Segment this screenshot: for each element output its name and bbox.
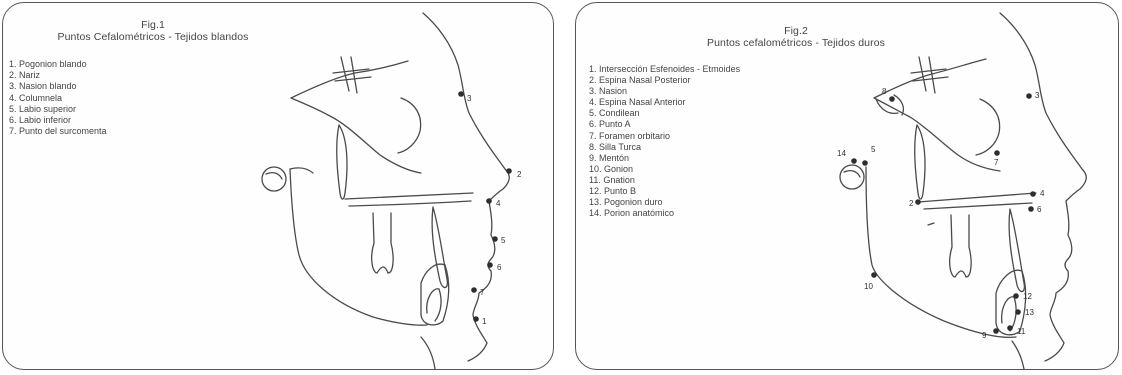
neck [1012,341,1024,369]
incisor-upper [1009,209,1024,292]
palatal-plane [918,193,1036,209]
figure-2-panel: Fig.2 Puntos cefalométricos - Tejidos du… [575,2,1119,370]
point-11-gnation [1007,325,1013,331]
figure-1-skull-profile-drawing: 3 2 4 5 6 7 1 [3,3,554,370]
point-label: 2 [517,170,522,179]
ramus [290,168,313,173]
molar-tooth [950,215,971,277]
point-1-pogonion-blando [473,316,479,322]
small-mark [928,223,934,225]
orbit [976,99,1000,155]
point-label: 13 [1025,308,1034,317]
point-group [851,93,1036,334]
point-8-silla-turca [889,96,895,102]
point-label: 12 [1023,292,1032,301]
point-6-punto-a [1028,206,1034,212]
point-4-espina-nasal-anterior [1030,191,1036,197]
zygomatic [915,125,925,199]
point-label: 14 [837,149,846,158]
point-group [458,91,512,322]
point-12-punto-b [1013,293,1019,299]
point-7-surcomenta [471,287,477,293]
point-2-nariz [506,168,512,174]
sutures [333,57,371,93]
point-label: 3 [467,94,472,103]
soft-tissue-profile [423,13,509,361]
point-label: 3 [1035,91,1040,100]
point-label-group: 8 3 7 14 5 4 6 2 10 12 13 9 11 [837,87,1045,340]
point-label: 6 [497,263,502,272]
symphysis-inner [427,289,441,321]
point-label: 7 [994,158,999,167]
point-label: 2 [909,199,914,208]
point-label: 9 [982,331,987,340]
incisor-upper [432,207,447,288]
point-3-nasion-blando [458,91,464,97]
figure-1-panel: Fig.1 Puntos Cefalométricos - Tejidos bl… [2,2,554,370]
neck [421,337,435,369]
point-7-foramen-orbitario [994,150,1000,156]
mandible [290,169,427,325]
point-5-labio-superior [492,236,498,242]
point-3-nasion [1026,93,1032,99]
mandible [866,167,1016,337]
point-label: 6 [1037,205,1042,214]
zygomatic [337,125,347,199]
molar-tooth [372,213,393,273]
point-5-condilean [862,160,868,166]
point-10-gonion [871,272,877,278]
cranial-base [291,98,421,173]
point-13-pogonion-duro [1015,309,1021,315]
point-9-menton [993,328,999,334]
ear-canal [844,171,860,177]
point-4-columnela [486,198,492,204]
point-label: 10 [864,282,873,291]
point-6-labio-inferior [487,262,493,268]
point-label: 7 [480,288,485,297]
incisor-lower [421,264,449,325]
figure-2-skull-profile-drawing: 8 3 7 14 5 4 6 2 10 12 13 9 11 [576,3,1119,370]
point-2-espina-nasal-posterior [915,199,921,205]
point-label: 4 [496,199,501,208]
point-label: 5 [871,145,876,154]
soft-tissue-profile [1000,13,1086,361]
ear-canal [266,173,282,179]
point-label: 11 [1017,327,1026,336]
incisor-lower [996,270,1026,335]
orbit [398,98,421,153]
point-label: 8 [882,87,887,96]
point-label: 5 [501,236,506,245]
palate [345,193,473,206]
point-label: 1 [482,317,487,326]
point-14-porion-anatomico [851,158,857,164]
point-label: 4 [1040,189,1045,198]
cranial-base [874,98,1000,171]
